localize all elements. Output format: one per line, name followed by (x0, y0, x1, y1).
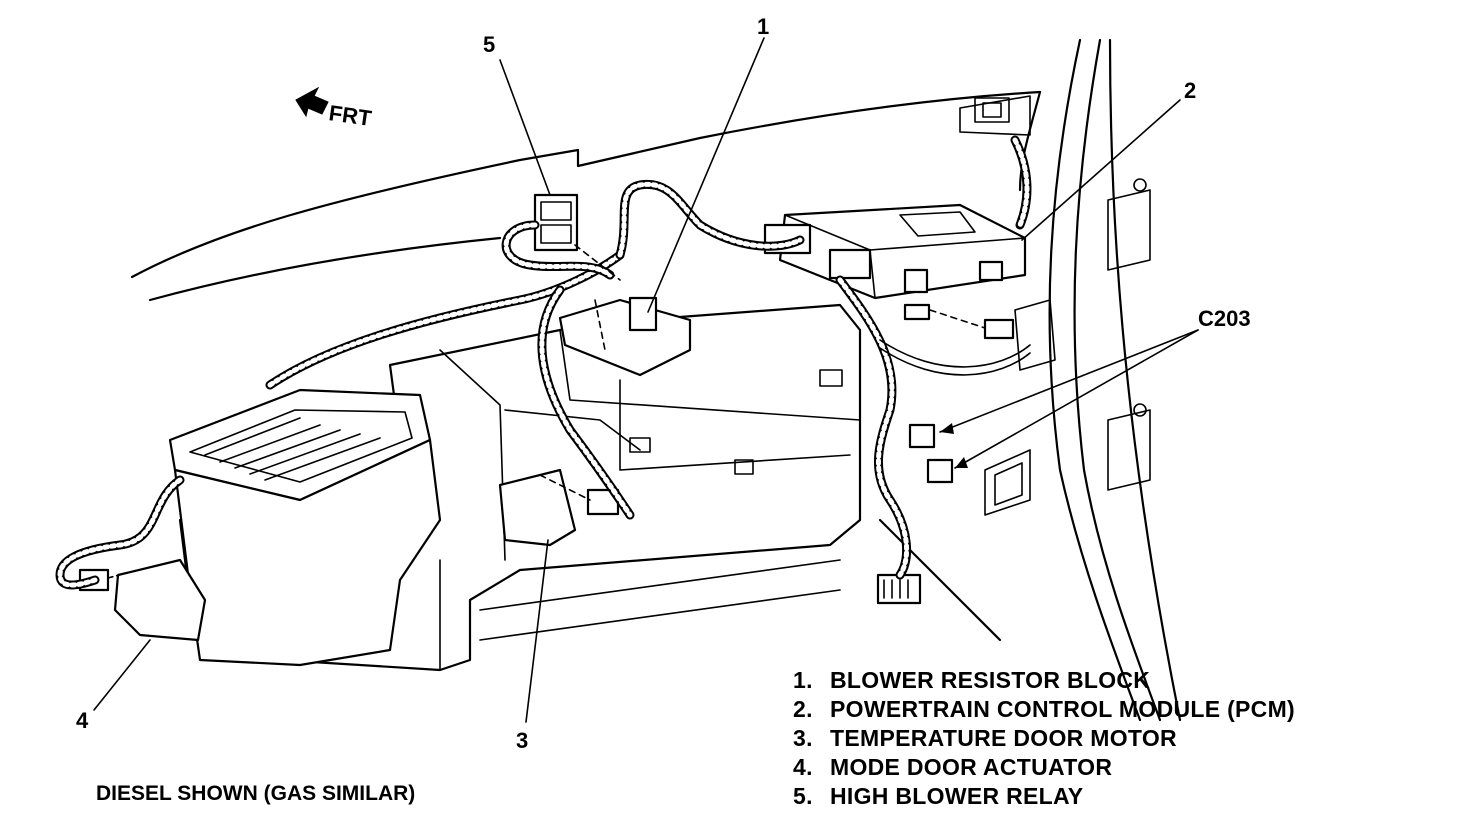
dashboard-outline (130, 90, 1042, 302)
diagram-caption: DIESEL SHOWN (GAS SIMILAR) (96, 782, 415, 805)
legend-number: 4. (793, 754, 813, 780)
high-blower-relay (533, 193, 579, 252)
pcm-module (763, 203, 1027, 300)
legend-number: 2. (793, 696, 813, 722)
temperature-door-motor (498, 468, 620, 547)
legend-text: MODE DOOR ACTUATOR (830, 754, 1112, 780)
callout-2: 2 (1184, 78, 1196, 103)
legend-number: 1. (793, 667, 813, 693)
orientation-label: FRT (327, 100, 373, 131)
legend-text: BLOWER RESISTOR BLOCK (830, 667, 1150, 693)
callout-4: 4 (76, 708, 89, 733)
legend-text: HIGH BLOWER RELAY (830, 783, 1083, 809)
c203-connectors (876, 299, 1056, 605)
mode-door-actuator (78, 558, 207, 642)
callout-5: 5 (483, 32, 495, 57)
callout-3: 3 (516, 728, 528, 753)
body-pillar (878, 38, 1182, 722)
legend-number: 5. (793, 783, 813, 809)
legend: 1. BLOWER RESISTOR BLOCK 2. POWERTRAIN C… (793, 667, 1295, 809)
callout-labels: 1 2 3 4 5 C203 (76, 14, 1251, 753)
front-arrow-icon (295, 86, 329, 118)
orientation-indicator: FRT (295, 86, 374, 131)
wiring-harness (55, 135, 1032, 590)
legend-text: POWERTRAIN CONTROL MODULE (PCM) (830, 696, 1295, 722)
callout-leaders (93, 37, 1199, 723)
callout-1: 1 (757, 14, 769, 39)
callout-c203: C203 (1198, 306, 1251, 331)
legend-number: 3. (793, 725, 813, 751)
legend-text: TEMPERATURE DOOR MOTOR (830, 725, 1177, 751)
